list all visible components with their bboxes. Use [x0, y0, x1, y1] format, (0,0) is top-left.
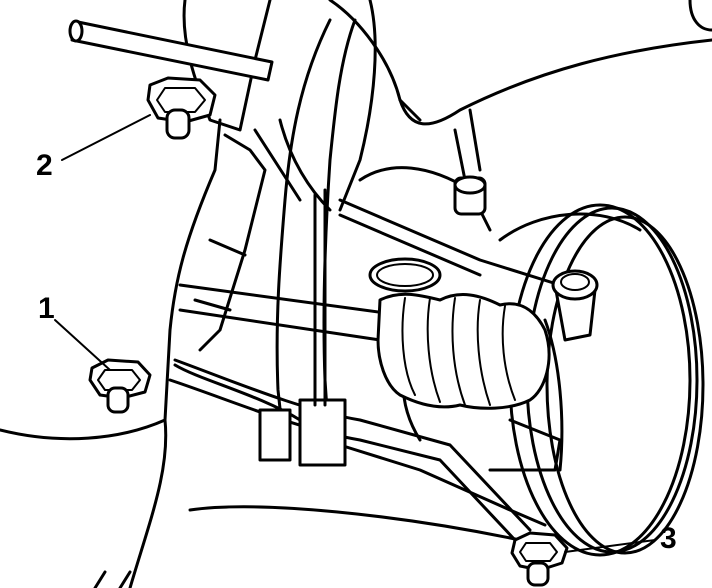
- leader-line-3: [564, 539, 656, 553]
- bottom-fragment: [93, 570, 132, 588]
- callout-2: 2: [36, 149, 53, 182]
- bolt-3-icon: [510, 531, 569, 587]
- cv-boot: [368, 257, 551, 410]
- drive-shaft: [178, 283, 402, 342]
- stabilizer-rod: [68, 19, 274, 82]
- upper-body: [328, 0, 712, 126]
- bolt-1-icon: [88, 358, 152, 414]
- knuckle: [338, 108, 564, 472]
- bolt-2-icon: [146, 76, 217, 140]
- ball-joint: [551, 269, 599, 342]
- callout-3: 3: [660, 522, 677, 555]
- lower-arm: [168, 188, 532, 542]
- leader-line-1: [54, 319, 111, 371]
- leader-line-2: [61, 114, 151, 161]
- callout-1: 1: [38, 292, 55, 325]
